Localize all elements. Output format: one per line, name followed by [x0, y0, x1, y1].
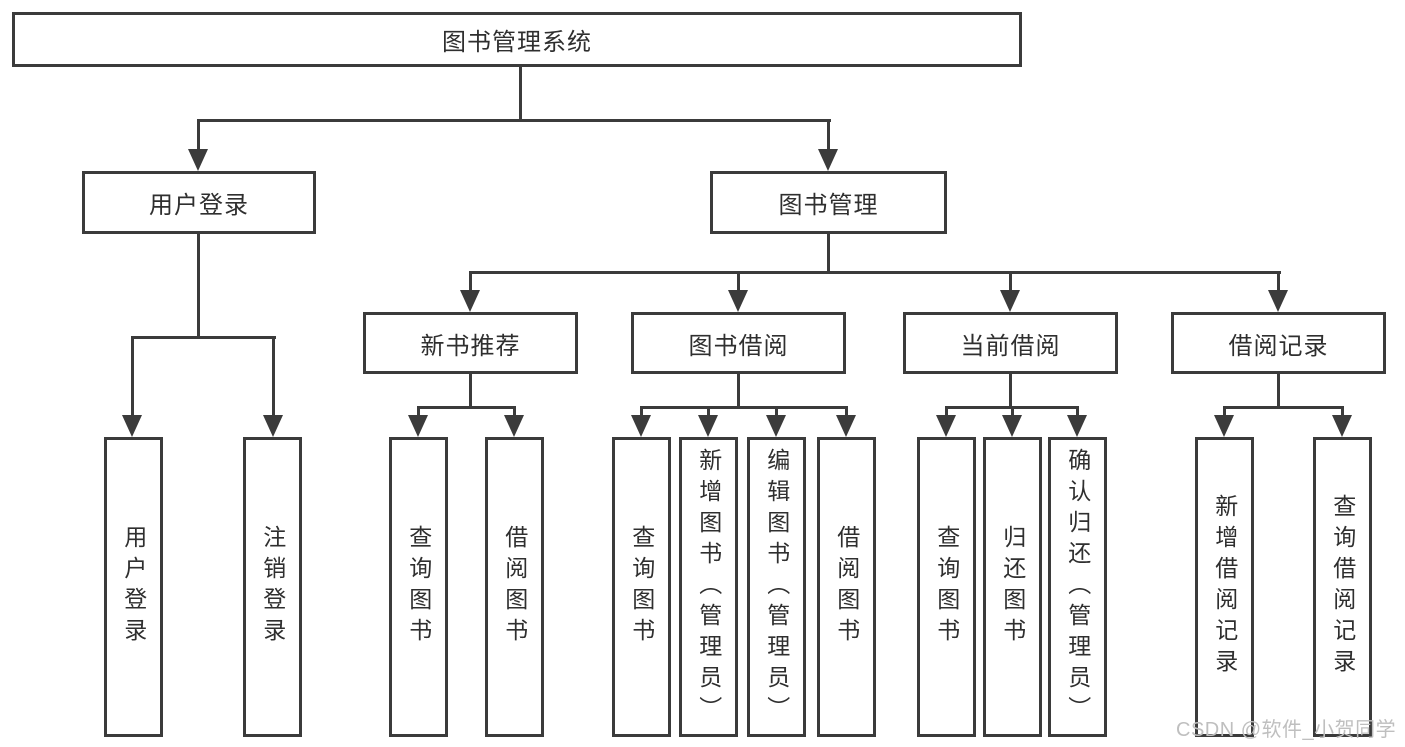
node-query-books-borrow-label: 查询图书: [628, 525, 655, 649]
connector-vline: [707, 406, 710, 418]
node-library-system-label: 图书管理系统: [442, 29, 592, 56]
connector-vline: [737, 374, 740, 406]
connector-vline: [519, 67, 522, 119]
connector-vline: [417, 406, 420, 418]
arrow-down-icon: [1000, 290, 1020, 312]
connector-vline: [1009, 271, 1012, 293]
arrow-down-icon: [631, 415, 651, 437]
node-query-books-current-label: 查询图书: [933, 525, 960, 649]
arrow-down-icon: [818, 149, 838, 171]
arrow-down-icon: [1002, 415, 1022, 437]
arrow-down-icon: [728, 290, 748, 312]
node-query-books-borrow: 查询图书: [612, 437, 671, 737]
connector-vline: [1076, 406, 1079, 418]
node-confirm-return-admin-label: 确认归还（管理员）: [1064, 447, 1091, 727]
connector-vline: [197, 119, 200, 152]
arrow-down-icon: [1332, 415, 1352, 437]
node-user-login-label: 用户登录: [120, 525, 147, 649]
connector-vline: [640, 406, 643, 418]
connector-vline: [197, 234, 200, 336]
arrow-down-icon: [1214, 415, 1234, 437]
node-new-book-rec: 新书推荐: [363, 312, 578, 374]
arrow-down-icon: [698, 415, 718, 437]
node-new-book-rec-label: 新书推荐: [420, 332, 521, 360]
csdn-watermark: CSDN @软件_小贺同学: [1176, 719, 1397, 741]
node-query-books-rec: 查询图书: [389, 437, 448, 737]
connector-hline: [640, 406, 847, 409]
node-book-borrow: 图书借阅: [631, 312, 846, 374]
connector-vline: [845, 406, 848, 418]
node-return-books: 归还图书: [983, 437, 1042, 737]
connector-vline: [737, 271, 740, 293]
node-user-login-branch: 用户登录: [82, 171, 316, 234]
connector-vline: [945, 406, 948, 418]
node-add-borrow-record: 新增借阅记录: [1195, 437, 1254, 737]
node-book-mgmt: 图书管理: [710, 171, 947, 234]
connector-hline: [131, 336, 276, 339]
arrow-down-icon: [836, 415, 856, 437]
arrow-down-icon: [263, 415, 283, 437]
arrow-down-icon: [122, 415, 142, 437]
connector-vline: [1277, 271, 1280, 293]
connector-hline: [469, 271, 1281, 274]
node-borrow-record-label: 借阅记录: [1228, 332, 1329, 360]
node-edit-books-admin-label: 编辑图书（管理员）: [763, 447, 790, 727]
arrow-down-icon: [408, 415, 428, 437]
connector-vline: [1011, 406, 1014, 418]
node-book-mgmt-label: 图书管理: [778, 192, 879, 219]
connector-vline: [775, 406, 778, 418]
node-edit-books-admin: 编辑图书（管理员）: [747, 437, 806, 737]
connector-vline: [827, 119, 830, 152]
node-add-books-admin-label: 新增图书（管理员）: [695, 447, 722, 727]
connector-vline: [1341, 406, 1344, 418]
node-library-system: 图书管理系统: [12, 12, 1022, 67]
node-user-login-branch-label: 用户登录: [149, 192, 249, 219]
node-borrow-books-rec-label: 借阅图书: [501, 525, 528, 649]
node-current-borrow: 当前借阅: [903, 312, 1118, 374]
arrow-down-icon: [188, 149, 208, 171]
node-logout: 注销登录: [243, 437, 302, 737]
node-borrow-books: 借阅图书: [817, 437, 876, 737]
node-current-borrow-label: 当前借阅: [960, 332, 1061, 360]
arrow-down-icon: [766, 415, 786, 437]
node-query-books-current: 查询图书: [917, 437, 976, 737]
connector-vline: [827, 234, 830, 271]
arrow-down-icon: [936, 415, 956, 437]
node-confirm-return-admin: 确认归还（管理员）: [1048, 437, 1107, 737]
arrow-down-icon: [1067, 415, 1087, 437]
arrow-down-icon: [1268, 290, 1288, 312]
connector-hline: [197, 119, 831, 122]
connector-vline: [1277, 374, 1280, 406]
node-query-borrow-record-label: 查询借阅记录: [1329, 494, 1356, 680]
connector-vline: [131, 336, 134, 418]
node-return-books-label: 归还图书: [999, 525, 1026, 649]
arrow-down-icon: [460, 290, 480, 312]
node-add-books-admin: 新增图书（管理员）: [679, 437, 738, 737]
connector-vline: [272, 336, 275, 418]
connector-vline: [469, 271, 472, 293]
node-logout-label: 注销登录: [259, 525, 286, 649]
node-borrow-books-rec: 借阅图书: [485, 437, 544, 737]
node-book-borrow-label: 图书借阅: [688, 332, 789, 360]
node-query-books-rec-label: 查询图书: [405, 525, 432, 649]
node-user-login: 用户登录: [104, 437, 163, 737]
node-query-borrow-record: 查询借阅记录: [1313, 437, 1372, 737]
node-borrow-record: 借阅记录: [1171, 312, 1386, 374]
node-borrow-books-label: 借阅图书: [833, 525, 860, 649]
connector-vline: [513, 406, 516, 418]
connector-vline: [1223, 406, 1226, 418]
connector-vline: [469, 374, 472, 406]
connector-vline: [1009, 374, 1012, 406]
connector-hline: [417, 406, 516, 409]
connector-hline: [1223, 406, 1344, 409]
node-add-borrow-record-label: 新增借阅记录: [1211, 494, 1238, 680]
arrow-down-icon: [504, 415, 524, 437]
